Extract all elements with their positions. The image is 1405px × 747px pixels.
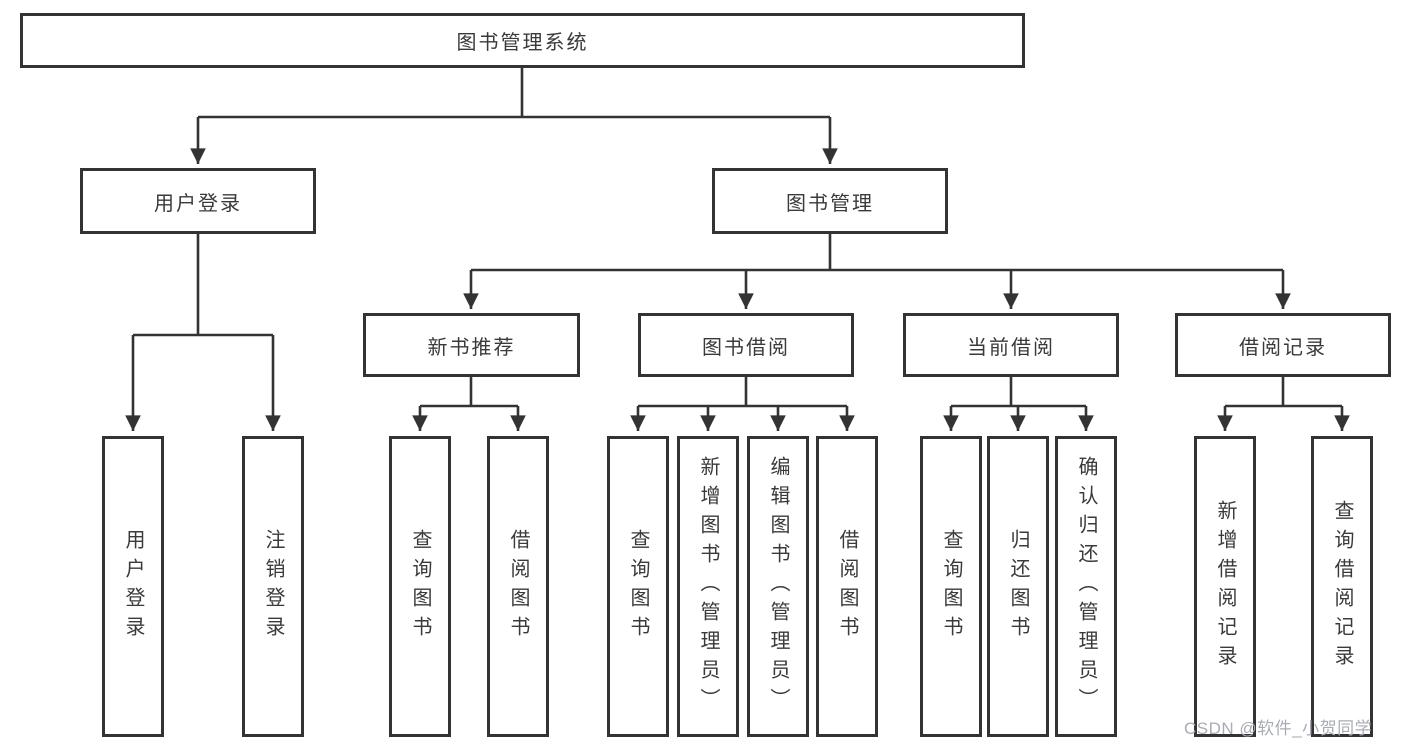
leaf-newbook-query-books: 查询图书 <box>389 436 451 737</box>
leaf-borrow-borrow-books: 借阅图书 <box>816 436 878 737</box>
leaf-records-query-record: 查询借阅记录 <box>1311 436 1373 737</box>
leaf-newbook-borrow-books: 借阅图书 <box>487 436 549 737</box>
leaf-current-query-books: 查询图书 <box>920 436 982 737</box>
leaf-current-return-books: 归还图书 <box>987 436 1049 737</box>
leaf-records-add-record: 新增借阅记录 <box>1194 436 1256 737</box>
node-user-login: 用户登录 <box>80 168 316 234</box>
node-root: 图书管理系统 <box>20 13 1025 68</box>
leaf-logout: 注销登录 <box>242 436 304 737</box>
watermark-text: CSDN @软件_小贺同学 <box>1184 719 1373 738</box>
node-book-borrowing: 图书借阅 <box>638 313 854 377</box>
leaf-borrow-add-books-admin: 新增图书（管理员） <box>677 436 739 737</box>
leaf-current-confirm-return-admin: 确认归还（管理员） <box>1055 436 1117 737</box>
node-book-management: 图书管理 <box>712 168 948 234</box>
node-current-borrowing: 当前借阅 <box>903 313 1119 377</box>
leaf-borrow-query-books: 查询图书 <box>607 436 669 737</box>
node-new-book-recommendation: 新书推荐 <box>363 313 580 377</box>
node-borrowing-records: 借阅记录 <box>1175 313 1391 377</box>
leaf-borrow-edit-books-admin: 编辑图书（管理员） <box>747 436 809 737</box>
leaf-user-login: 用户登录 <box>102 436 164 737</box>
